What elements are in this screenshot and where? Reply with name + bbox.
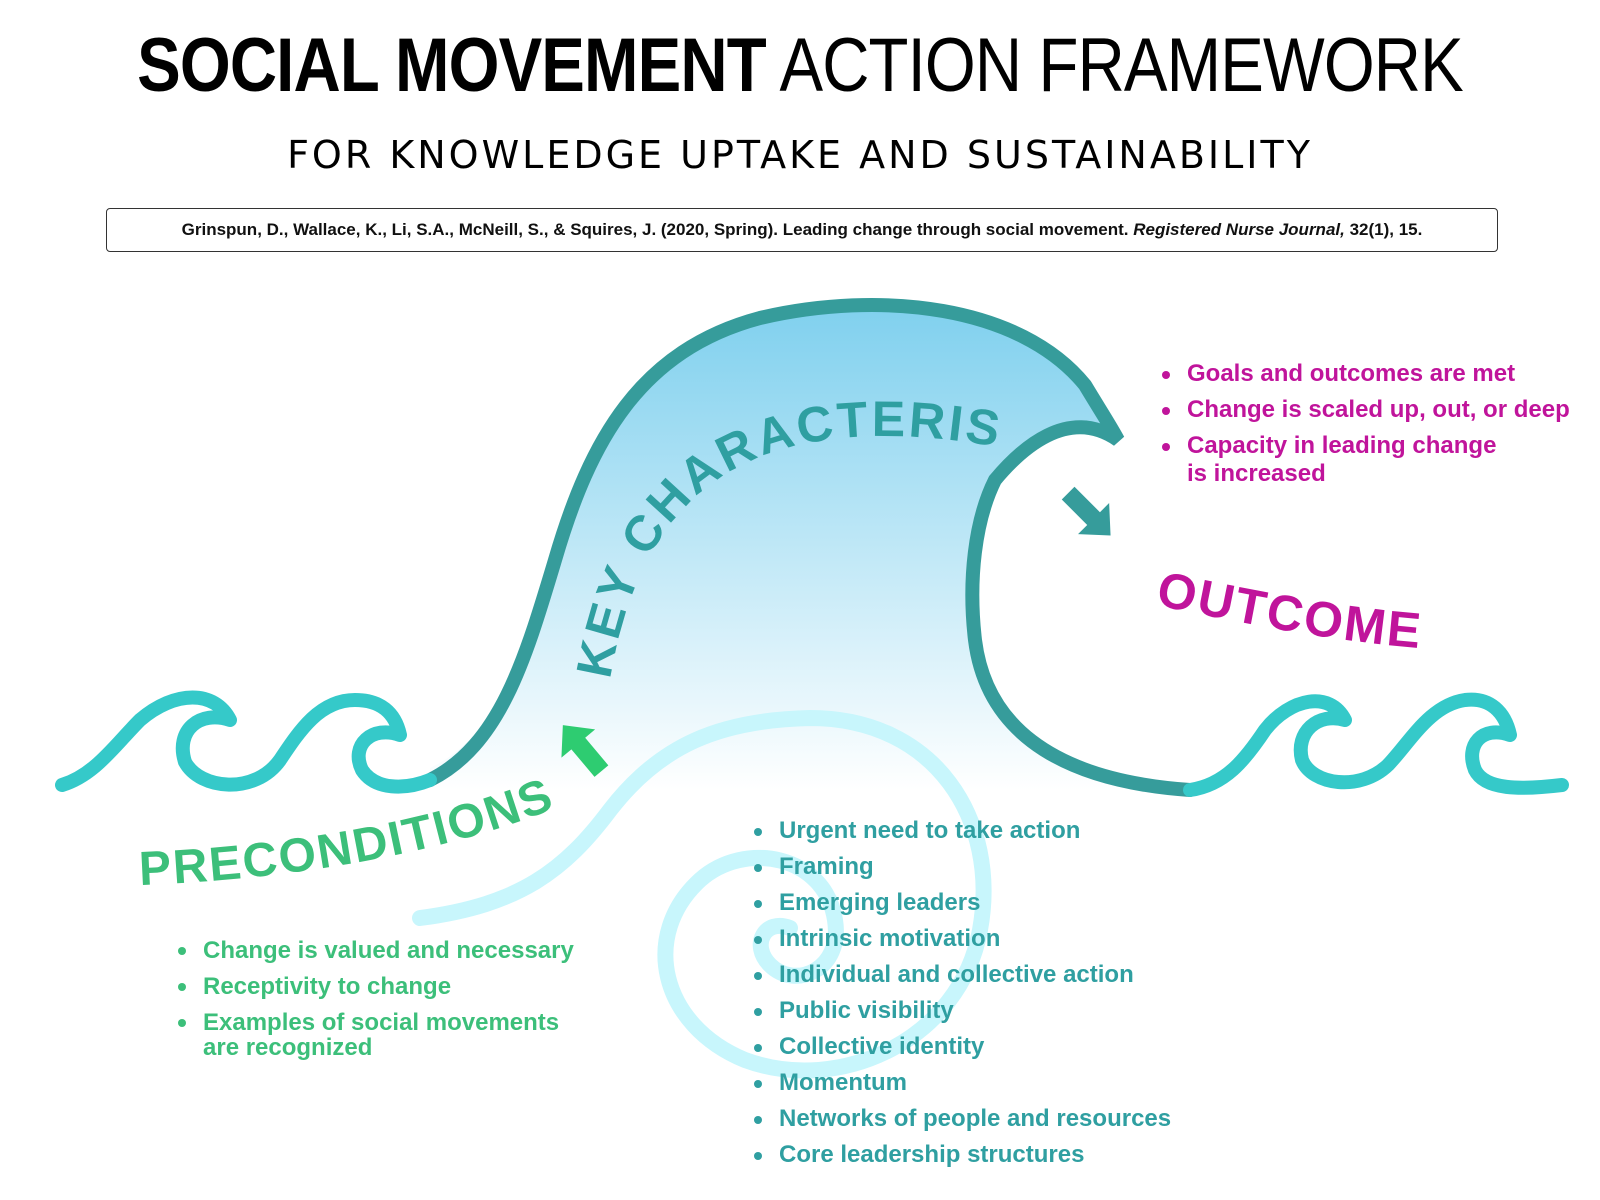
big-wave-fill (430, 305, 1190, 790)
title-bold-part: SOCIAL MOVEMENT (137, 23, 767, 108)
list-item: Public visibility (752, 998, 1171, 1024)
list-item: Core leadership structures (752, 1142, 1171, 1168)
citation-box: Grinspun, D., Wallace, K., Li, S.A., McN… (106, 208, 1498, 252)
title-light-part: ACTION FRAMEWORK (779, 23, 1463, 108)
big-wave-outline (423, 298, 1197, 797)
right-small-waves (1183, 692, 1569, 797)
citation-journal: Registered Nurse Journal, (1133, 220, 1345, 239)
spiral-line (412, 709, 992, 1079)
page-title: SOCIAL MOVEMENT ACTION FRAMEWORK (112, 28, 1488, 104)
arrow-down-right-icon (1061, 486, 1111, 536)
list-item: Goals and outcomes are met (1160, 360, 1570, 388)
list-item: Change is scaled up, out, or deep (1160, 396, 1570, 424)
list-item: Individual and collective action (752, 962, 1171, 988)
list-item: Framing (752, 854, 1171, 880)
preconditions-text: PRECONDITIONS (138, 768, 559, 896)
left-small-waves (55, 690, 437, 794)
list-item: Examples of social movements are recogni… (176, 1010, 574, 1060)
page-subtitle: FOR KNOWLEDGE UPTAKE AND SUSTAINABILITY (287, 133, 1313, 177)
arrow-up-right-icon (561, 725, 609, 777)
preconditions-label: PRECONDITIONS (138, 768, 561, 896)
list-item: Networks of people and resources (752, 1106, 1171, 1132)
key-characteristics-list: Urgent need to take action Framing Emerg… (752, 818, 1171, 1178)
citation-text: Grinspun, D., Wallace, K., Li, S.A., McN… (181, 220, 1129, 239)
list-item: Momentum (752, 1070, 1171, 1096)
list-item: Capacity in leading change is increased (1160, 432, 1570, 488)
list-item: Receptivity to change (176, 974, 574, 999)
list-item: Intrinsic motivation (752, 926, 1171, 952)
list-item: Emerging leaders (752, 890, 1171, 916)
list-item: Urgent need to take action (752, 818, 1171, 844)
citation-suffix: 32(1), 15. (1349, 220, 1423, 239)
list-item: Collective identity (752, 1034, 1171, 1060)
outcomes-list: Goals and outcomes are met Change is sca… (1160, 360, 1570, 496)
list-item: Change is valued and necessary (176, 938, 574, 963)
preconditions-list: Change is valued and necessary Receptivi… (176, 938, 574, 1071)
